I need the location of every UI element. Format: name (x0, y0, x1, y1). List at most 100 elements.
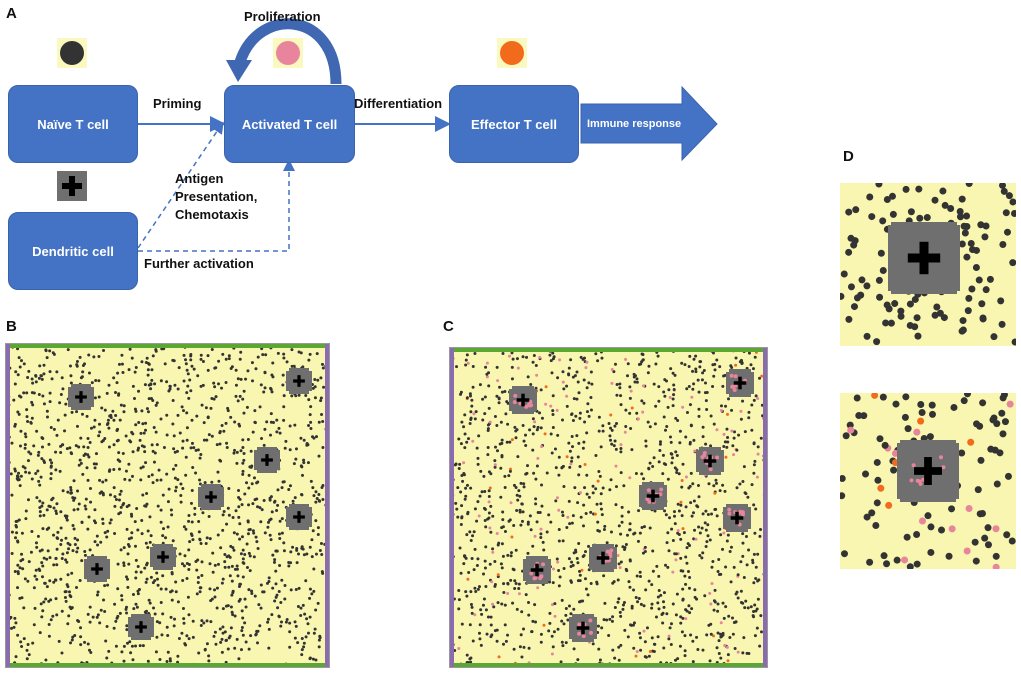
activated-t-cell (948, 525, 956, 533)
naive-t-cell (673, 522, 677, 526)
naive-t-cell (249, 465, 253, 469)
simulation-panel-b (5, 343, 330, 668)
naive-t-cell (1003, 228, 1011, 236)
naive-t-cell (221, 352, 225, 356)
naive-t-cell (914, 332, 922, 340)
naive-t-cell (691, 369, 695, 373)
naive-t-cell (75, 585, 79, 589)
naive-t-cell (121, 370, 125, 374)
naive-t-cell (476, 462, 480, 466)
naive-t-cell (945, 552, 953, 560)
naive-t-cell (161, 493, 165, 497)
naive-t-cell (598, 474, 602, 478)
naive-t-cell (153, 612, 157, 616)
naive-t-cell (618, 610, 622, 614)
naive-t-cell (317, 454, 321, 458)
naive-t-cell (312, 631, 316, 635)
effector-t-cell (877, 484, 885, 492)
naive-t-cell (626, 635, 630, 639)
naive-t-cell (668, 435, 672, 439)
dendritic-cell (150, 544, 176, 570)
naive-t-cell (550, 634, 554, 638)
naive-t-cell (314, 435, 318, 439)
naive-t-cell (998, 183, 1006, 189)
right-border (325, 344, 329, 667)
naive-t-cell (716, 631, 720, 635)
naive-t-cell (587, 381, 591, 385)
naive-t-cell (159, 508, 163, 512)
naive-t-cell (667, 388, 671, 392)
naive-t-cell (479, 643, 483, 647)
naive-t-cell (48, 370, 52, 374)
naive-t-cell (114, 497, 118, 501)
naive-t-cell (465, 396, 469, 400)
naive-t-cell (600, 356, 604, 360)
naive-t-cell (207, 659, 211, 663)
naive-t-cell (627, 580, 631, 584)
naive-t-cell (500, 542, 504, 546)
naive-t-cell (931, 311, 939, 319)
naive-t-cell (155, 478, 159, 482)
naive-t-cell (136, 565, 140, 569)
naive-t-cell (254, 535, 258, 539)
naive-t-cell (178, 431, 182, 435)
naive-t-cell (126, 585, 130, 589)
naive-t-cell (674, 416, 678, 420)
naive-t-cell (847, 283, 855, 291)
naive-t-cell (522, 439, 526, 443)
naive-t-cell (293, 423, 297, 427)
naive-t-cell (500, 526, 504, 530)
naive-t-cell (637, 509, 641, 513)
naive-t-cell (129, 536, 133, 540)
naive-t-cell (661, 621, 665, 625)
naive-t-cell (251, 379, 255, 383)
naive-t-cell (719, 533, 723, 537)
naive-t-cell (130, 644, 134, 648)
naive-t-cell (207, 515, 211, 519)
effector-t-cell (885, 501, 893, 509)
naive-t-cell (230, 365, 234, 369)
naive-t-cell (845, 315, 853, 323)
naive-t-cell (557, 473, 561, 477)
naive-t-cell (16, 572, 20, 576)
naive-t-cell (241, 633, 245, 637)
naive-t-cell (477, 434, 481, 438)
naive-t-cell (150, 368, 154, 372)
naive-t-cell (70, 638, 74, 642)
naive-t-cell (218, 627, 222, 631)
naive-t-cell (658, 442, 662, 446)
naive-t-cell (486, 427, 490, 431)
naive-t-cell (137, 421, 141, 425)
naive-t-cell (241, 575, 245, 579)
naive-t-cell (185, 426, 189, 430)
naive-t-cell (122, 546, 126, 550)
naive-t-cell (166, 525, 170, 529)
naive-t-cell (569, 358, 573, 362)
naive-t-cell (41, 501, 45, 505)
naive-t-cell (685, 387, 689, 391)
naive-t-cell (105, 391, 109, 395)
naive-t-cell (700, 556, 704, 560)
naive-t-cell (688, 442, 692, 446)
naive-t-cell (162, 527, 166, 531)
naive-t-cell (315, 497, 319, 501)
naive-t-cell (455, 507, 459, 511)
naive-t-cell (202, 621, 206, 625)
naive-t-cell (599, 507, 603, 511)
dendritic-cell (254, 447, 280, 473)
naive-t-cell (266, 620, 270, 624)
naive-t-cell (70, 410, 74, 414)
naive-t-cell (628, 411, 632, 415)
naive-t-cell (131, 384, 135, 388)
naive-t-cell (470, 398, 474, 402)
activated-t-cell (477, 514, 481, 518)
naive-t-cell (619, 446, 623, 450)
naive-t-cell (647, 466, 651, 470)
naive-t-cell-box: Naïve T cell (8, 85, 138, 163)
naive-t-cell (184, 362, 188, 366)
naive-t-cell (464, 590, 468, 594)
naive-t-cell (269, 495, 273, 499)
naive-t-cell (882, 319, 890, 327)
naive-t-cell (320, 412, 324, 416)
naive-t-cell (114, 644, 118, 648)
